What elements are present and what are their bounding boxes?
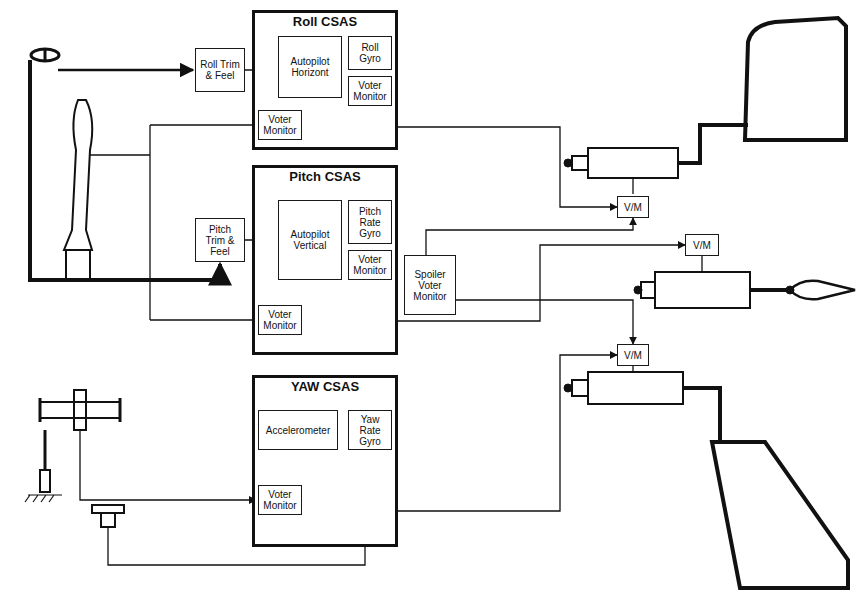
stick-base [66,250,90,280]
box-label: Voter Monitor [261,489,299,511]
box-label: Spoiler Voter Monitor [407,269,453,302]
voter-monitor: Voter Monitor [258,110,302,140]
voter-monitor: Voter Monitor [258,485,302,515]
panel-heading: Pitch CSAS [255,168,395,184]
accelerometer-box: Accelerometer [258,410,338,450]
signal-connector [398,245,685,321]
trim-feel-box: Pitch Trim & Feel [195,218,245,262]
gyro-box: Yaw Rate Gyro [348,410,392,450]
box-label: Voter Monitor [351,254,389,276]
panel-heading: Roll CSAS [255,13,395,29]
rudder-fin [712,442,848,588]
box-label: Roll Gyro [351,42,389,64]
voter-monitor-box: V/M [617,344,649,366]
voter-monitor-box: V/M [617,196,649,218]
elevator-surface [790,281,855,300]
signal-connector [398,355,617,511]
wing-aileron [745,18,846,140]
gyro-box: Roll Gyro [348,36,392,70]
box-label: Autopilot Horizont [281,56,339,78]
signal-connector [426,218,633,255]
box-label: V/M [624,202,642,213]
csas-panel: YAW CSAS Accelerometer Yaw Rate GyroVoter … [252,375,398,547]
spoiler-voter-monitor: Spoiler Voter Monitor [404,255,456,315]
box-label: V/M [693,240,711,251]
aileron-actuator [564,125,748,194]
csas-panel: Pitch CSAS Autopilot Vertical Pitch Rate G… [252,165,398,355]
box-label: V/M [624,350,642,361]
autopilot-box: Autopilot Horizont [278,36,342,98]
elevator-actuator [634,256,855,308]
box-label: Voter Monitor [261,114,299,136]
gyro-box: Pitch Rate Gyro [348,200,392,244]
control-wheel [30,49,220,280]
box-label: Pitch Trim & Feel [198,224,242,257]
box-label: Roll Trim & Feel [198,59,242,81]
panel-heading: YAW CSAS [255,378,395,394]
rudder-actuator [564,366,720,440]
control-stick [64,100,92,250]
csas-panel: Roll CSAS Autopilot Horizont Roll GyroVote… [252,10,398,150]
box-label: Pitch Rate Gyro [351,206,389,239]
voter-monitor: Voter Monitor [348,250,392,280]
voter-monitor-box: V/M [685,234,719,256]
autopilot-box: Autopilot Vertical [278,200,342,280]
box-label: Yaw Rate Gyro [351,414,389,447]
voter-monitor: Voter Monitor [258,305,302,335]
box-label: Autopilot Vertical [281,229,339,251]
trim-feel-box: Roll Trim & Feel [195,48,245,92]
box-label: Voter Monitor [261,309,299,331]
box-label: Voter Monitor [351,80,389,102]
box-label: Accelerometer [266,425,330,436]
signal-connector [456,300,633,344]
signal-connector [398,127,617,207]
voter-monitor: Voter Monitor [348,76,392,106]
rudder-pedals [25,390,256,502]
